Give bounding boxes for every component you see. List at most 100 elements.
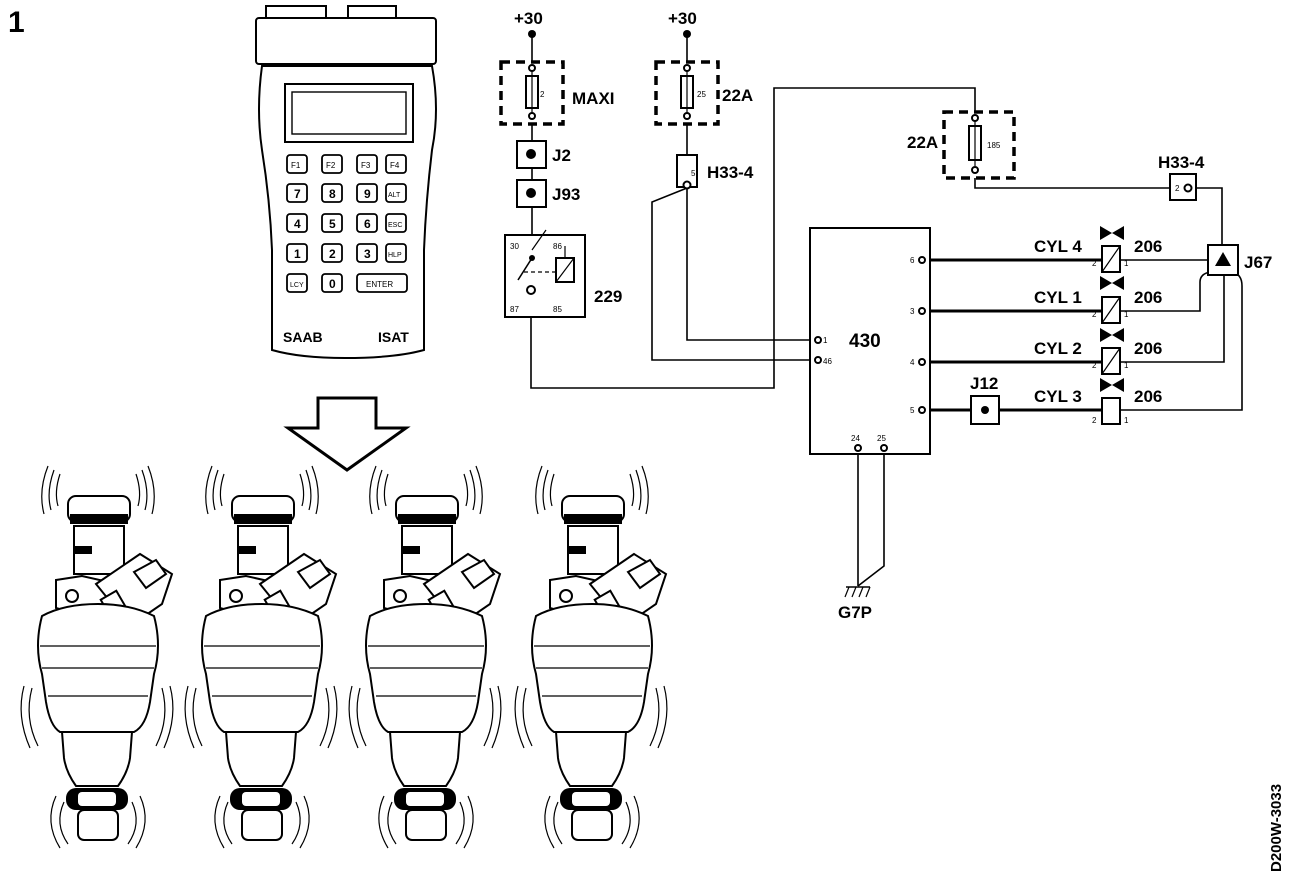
injector-illustration-1	[20, 465, 174, 849]
tester-key	[356, 273, 408, 293]
injector-valve-icon	[1100, 226, 1124, 240]
tester-key	[286, 183, 308, 203]
tester-key	[321, 183, 343, 203]
injector-illustration-4	[514, 465, 668, 849]
tester-key-label: HLP	[388, 252, 402, 259]
injector-component-label: 206	[1134, 237, 1162, 256]
fuse-terminal	[683, 112, 691, 120]
maxi-fuse-terminal	[528, 64, 536, 72]
tester-key-label: 0	[329, 277, 336, 291]
ecu-pin	[814, 356, 822, 364]
figure-number: 1	[8, 6, 25, 39]
tester-key-label: ESC	[388, 222, 402, 229]
tester-screen	[284, 83, 414, 143]
connector-j67-label: J67	[1244, 253, 1272, 272]
fuse-22a-top-rating: 25	[697, 90, 706, 99]
injector-valve-icon	[1100, 276, 1124, 290]
tester-model-label: ISAT	[378, 329, 409, 345]
injector-valve-icon	[1100, 328, 1124, 342]
tester-key	[356, 183, 378, 203]
ecu-right-pin-label: 4	[910, 358, 915, 367]
relay-pin-label: 30	[510, 242, 519, 251]
relay-pin-label: 85	[553, 305, 562, 314]
injector-pin-label: 1	[1124, 310, 1129, 319]
injector-pin-label: 2	[1092, 416, 1097, 425]
supply-left-label: +30	[514, 9, 543, 28]
connector-j93-pin	[526, 188, 536, 198]
ecu-bottom-pin-label: 24	[851, 434, 860, 443]
tester-device: F1 F2 F3 F4 7 8 9 ALT 4 5 6 ESC	[255, 5, 437, 360]
ecu-bottom-pin-label: 25	[877, 434, 886, 443]
tester-key-label: 8	[329, 187, 336, 201]
connector-h33-left-pin-label: 5	[691, 169, 696, 178]
tester-key	[356, 213, 378, 233]
connector-j12-pin	[981, 406, 989, 414]
tester-top-module	[255, 17, 437, 65]
injector-cylinder-label: CYL 3	[1034, 387, 1082, 406]
tester-key	[356, 154, 378, 174]
tester-screen-inner	[291, 91, 407, 135]
relay-label: 229	[594, 287, 622, 306]
injector-pin-label: 2	[1092, 259, 1097, 268]
ecu-pin	[854, 444, 862, 452]
connector-j2-pin	[526, 149, 536, 159]
reference-code: D200W-3033	[1268, 784, 1285, 872]
fuse-22a-top-label: 22A	[722, 86, 753, 105]
ground-label: G7P	[838, 603, 872, 622]
ecu-right-pin-label: 3	[910, 307, 915, 316]
tester-key	[385, 213, 407, 233]
injector-pin-label: 1	[1124, 361, 1129, 370]
relay-229: 30 86 87 85	[504, 229, 586, 318]
connector-h33-right-pin-label: 2	[1175, 184, 1180, 193]
tester-key-label: F4	[390, 161, 400, 170]
tester-key	[286, 273, 308, 293]
injector-component-label: 206	[1134, 387, 1162, 406]
tester-key-label: ALT	[388, 192, 401, 199]
ecu-pin	[880, 444, 888, 452]
ecu-left-pin-label: 46	[823, 357, 832, 366]
tester-key-label: F2	[326, 161, 336, 170]
control-unit-430	[809, 227, 931, 455]
injector-illustration-3	[348, 465, 502, 849]
tester-key-label: 9	[364, 187, 371, 201]
fuse-terminal	[971, 166, 979, 174]
ecu-pin	[918, 307, 926, 315]
tester-key	[321, 273, 343, 293]
tester-key-label: 1	[294, 247, 301, 261]
tester-key-label: 4	[294, 217, 301, 231]
ecu-pin	[918, 256, 926, 264]
ecu-pin	[814, 336, 822, 344]
maxi-fuse-terminal	[528, 112, 536, 120]
tester-keypad: F1 F2 F3 F4 7 8 9 ALT 4 5 6 ESC	[286, 154, 408, 293]
tester-key	[321, 243, 343, 263]
injector-valve-icon	[1100, 378, 1124, 392]
injector-cylinder-label: CYL 4	[1034, 237, 1082, 256]
injector-pin-label: 1	[1124, 259, 1129, 268]
tester-key-label: F3	[361, 161, 371, 170]
injector-row-cyl4: CYL 4 2 1 206	[1034, 226, 1162, 273]
ecu-right-pin-label: 6	[910, 256, 915, 265]
ecu-left-pin-label: 1	[823, 336, 828, 345]
ground-g7p	[844, 586, 871, 598]
down-arrow-icon	[283, 396, 411, 472]
injector-component-label: 206	[1134, 288, 1162, 307]
injector-cylinder-label: CYL 1	[1034, 288, 1082, 307]
injector-component-label: 206	[1134, 339, 1162, 358]
connector-j67-pin	[1215, 252, 1231, 266]
connector-j93-label: J93	[552, 185, 580, 204]
relay-pin-label: 87	[510, 305, 519, 314]
connector-h33-left-pin	[682, 180, 692, 190]
injector-pin-label: 1	[1124, 416, 1129, 425]
injector-coil	[1101, 397, 1121, 425]
fuse-terminal	[683, 64, 691, 72]
tester-key	[321, 154, 343, 174]
tester-key-label: 2	[329, 247, 336, 261]
tester-key	[286, 243, 308, 263]
tester-key-label: ENTER	[366, 280, 393, 289]
ecu-pin	[918, 406, 926, 414]
tester-key	[385, 243, 407, 263]
injector-row-cyl3: CYL 3 2 1 206	[1034, 378, 1162, 425]
connector-h33-right-label: H33-4	[1158, 153, 1205, 172]
